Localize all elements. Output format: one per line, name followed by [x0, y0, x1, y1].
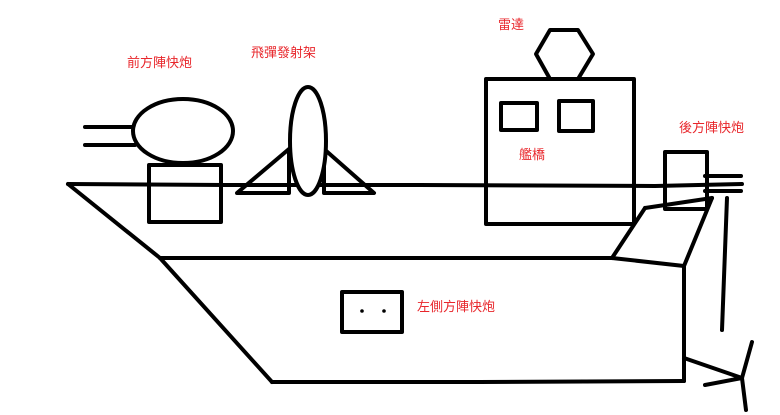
radar-hexagon	[534, 28, 595, 81]
left-gun-label: 左側方陣快炮	[417, 300, 496, 315]
hull-stern-slope	[610, 256, 686, 268]
bridge-window-right	[557, 99, 595, 133]
front-gun-base	[147, 163, 223, 224]
front-gun-turret	[131, 97, 235, 165]
hull-keel	[270, 379, 686, 384]
propeller-shaft	[682, 356, 744, 380]
deck-line	[66, 182, 744, 188]
rear-gun	[663, 150, 743, 211]
stern-deck-front	[610, 206, 647, 260]
left-gun-dot-right	[382, 309, 386, 313]
front-gun	[83, 97, 235, 224]
hull	[66, 182, 744, 384]
propeller	[682, 340, 754, 412]
hull-bow-slope	[66, 182, 162, 260]
missile-launcher	[235, 85, 376, 197]
stern-deck-top	[643, 196, 714, 210]
left-side-gun	[340, 290, 404, 334]
launcher-left-fin	[235, 147, 291, 195]
bridge-window-left	[499, 101, 539, 132]
hull-bow-lower	[158, 256, 274, 384]
propeller-blade-upper	[740, 340, 754, 380]
front-gun-label: 前方陣快炮	[127, 56, 193, 71]
launcher-missile-body	[288, 85, 328, 197]
rear-gun-label: 後方陣快炮	[679, 121, 745, 136]
bridge-structure	[484, 28, 636, 226]
propeller-blade-lower	[740, 376, 748, 412]
left-gun-box	[340, 290, 404, 334]
propeller-blade-back	[703, 376, 744, 387]
left-gun-dot-left	[360, 309, 364, 313]
radar-label: 雷達	[498, 18, 525, 33]
bridge-label: 艦橋	[519, 148, 546, 163]
missile-launcher-label: 飛彈發射架	[251, 46, 317, 61]
stern-far-edge	[720, 196, 729, 332]
rear-gun-base	[663, 150, 709, 211]
